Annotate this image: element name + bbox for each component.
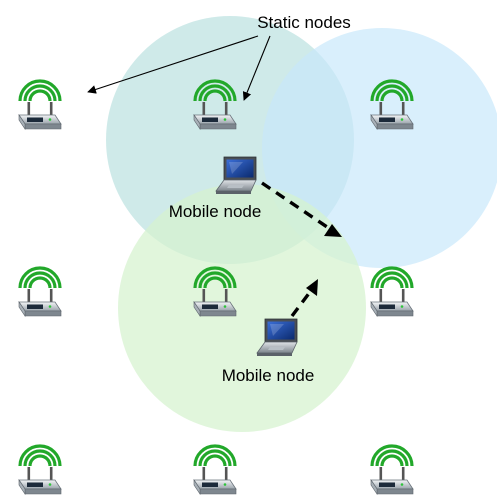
router-icon [192,444,238,496]
movement-arrowhead [324,224,342,237]
pointer-arrow-left [87,35,259,94]
router-icon [369,444,415,496]
coverage-area-green [118,184,366,432]
router-icon [17,444,63,496]
coverage-area-blue [262,28,497,268]
static-nodes-label: Static nodes [257,13,351,32]
mobile-node-label: Mobile node [222,366,315,385]
movement-arrowhead [306,279,318,296]
movement-arrow-line [290,286,315,318]
pointer-arrow-center [242,35,271,101]
movement-arrow-line [261,181,334,233]
router-icon [17,79,63,131]
router-icon [369,266,415,318]
mobile-node-label: Mobile node [169,202,262,221]
router-icon [17,266,63,318]
